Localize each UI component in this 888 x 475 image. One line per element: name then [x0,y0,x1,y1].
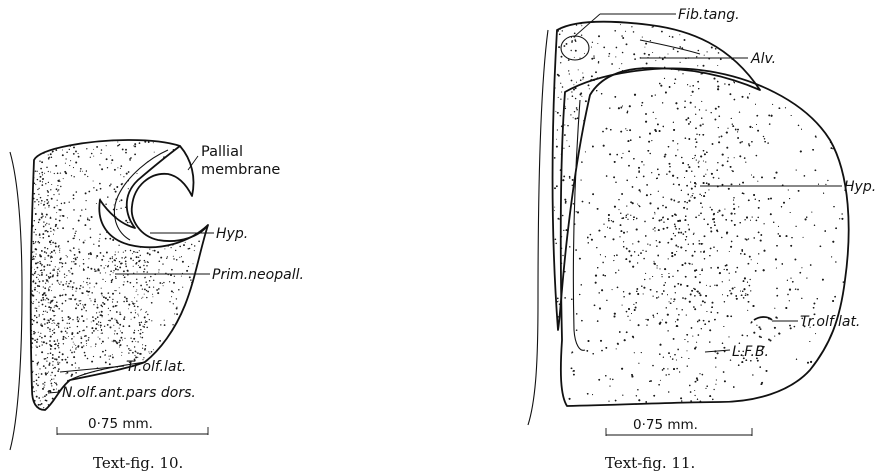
figure-10: Pallial membrane Hyp. Prim.neopall. Tr.o… [10,138,304,472]
fig10-label-pallial: Pallial [201,144,243,160]
fig10-label-hyp: Hyp. [216,226,248,242]
fig11-leader-fib-tang-a [575,14,600,36]
fig11-label-hyp: Hyp. [844,179,876,195]
fig10-section-margin-line [10,152,22,450]
fig10-inner-fold [114,150,168,240]
fig11-label-fib-tang: Fib.tang. [678,7,740,23]
fig11-section-outline [561,68,849,406]
figure-11: Fib.tang. Alv. Hyp. Tr.olf.lat. L.F.B. 0… [528,7,876,472]
fig10-label-n-olf-ant: N.olf.ant.pars dors. [62,385,196,401]
fig11-stipple-shading [557,65,849,408]
fig10-label-membrane: membrane [201,162,280,178]
fig11-label-tr-olf-lat: Tr.olf.lat. [800,314,860,330]
fig11-cortex-outline [553,22,760,330]
fig10-label-prim-neopall: Prim.neopall. [212,267,304,283]
fig11-scale-label: 0·75 mm. [633,417,698,433]
fig11-section-margin-line [528,30,548,425]
fig10-pallial-membrane [132,146,208,241]
fig11-caption: Text-fig. 11. [605,454,695,472]
fig11-alveus-line [640,40,700,54]
fig11-top-stipple-shading [547,17,762,335]
fig11-label-alv: Alv. [750,51,776,67]
fig10-scale-label: 0·75 mm. [88,416,153,432]
fig10-caption: Text-fig. 10. [93,454,183,472]
fig11-inner-boundary [573,100,585,350]
fig10-label-tr-olf-lat: Tr.olf.lat. [126,359,186,375]
fig11-leader-lfb [705,350,730,352]
fig11-label-lfb: L.F.B. [732,344,769,360]
